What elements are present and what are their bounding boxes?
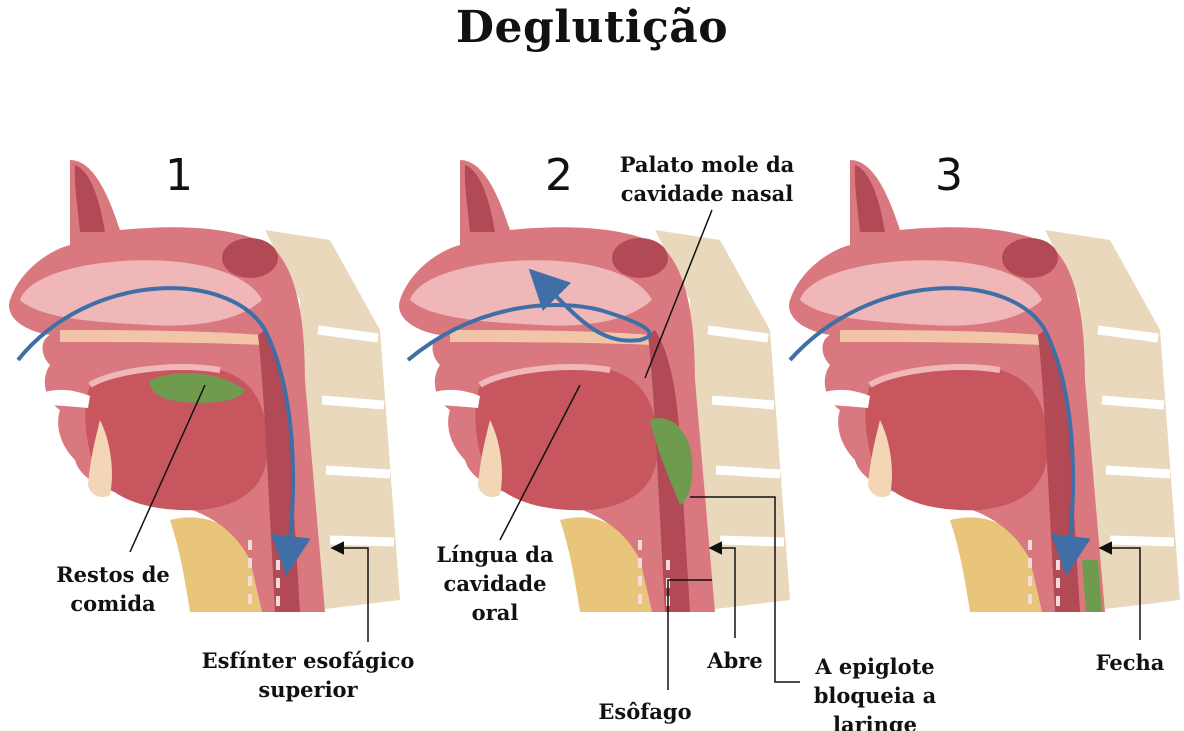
panel-number-2: 2 <box>545 150 573 201</box>
label-fecha: Fecha <box>1090 648 1170 677</box>
panel-number-3: 3 <box>935 150 963 201</box>
label-esfincter-esofagico: Esfínter esofágico superior <box>188 646 428 704</box>
label-abre: Abre <box>695 646 775 675</box>
label-epiglote: A epiglote bloqueia a laringe <box>800 652 950 731</box>
label-lingua: Língua da cavidade oral <box>425 540 565 627</box>
label-esofago: Esôfago <box>590 697 700 726</box>
label-restos-de-comida: Restos de comida <box>48 560 178 618</box>
panel-3 <box>789 160 1180 612</box>
label-palato-mole: Palato mole da cavidade nasal <box>612 150 802 208</box>
panel-number-1: 1 <box>165 150 193 201</box>
